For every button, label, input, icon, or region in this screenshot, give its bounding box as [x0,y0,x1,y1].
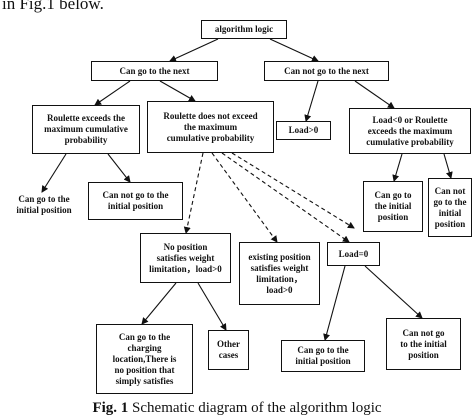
node-existing-position: existing position satisfies weight limit… [239,242,320,305]
edge-root-to-notnext [269,38,319,62]
node-load-less-or-roulette: Load<0 or Roulette exceeds the maximum c… [349,108,471,154]
edge-next-to-rexceed [94,80,131,106]
node-roulette-does-not-exceed: Roulette does not exceed the maximum cum… [147,101,274,153]
edge-loadeq-to-cngi3 [364,265,423,319]
node-can-not-go-initial-2: Can not go to the initial position [428,178,472,237]
edge-nopos-to-other [197,282,227,331]
edge-rnot-to-nopos [183,152,204,234]
node-load-greater-than-zero: Load>0 [276,121,331,140]
node-can-go-to-the-next: Can go to the next [91,61,218,81]
edge-nopos-to-charge [141,282,177,325]
edge-rexceed-to-cgi1 [41,153,67,193]
node-roulette-exceeds: Roulette exceeds the maximum cumulative … [32,105,140,154]
edge-rnot-to-right [231,152,355,229]
caption-text: Schematic diagram of the algorithm logic [132,400,382,416]
node-load-equals-zero: Load=0 [327,242,380,266]
edge-rnot-to-loadeq [221,152,350,243]
caption-label: Fig. 1 [92,400,129,416]
node-can-not-go-initial-3: Can not go to the initial position [386,318,461,370]
intro-text: in Fig.1 below. [2,0,104,13]
node-algorithm-logic: algorithm logic [201,20,287,39]
node-can-go-initial-2: Can go to the initial position [363,181,423,232]
edge-rexceed-to-cngi1 [107,153,131,183]
node-other-cases: Other cases [208,330,249,370]
figure-caption: Fig. 1 Schematic diagram of the algorith… [0,399,474,418]
node-can-not-go-to-the-next: Can not go to the next [264,61,389,81]
edge-rnot-to-exist [211,152,278,243]
edge-root-to-next [169,38,219,62]
edge-next-to-rnot [159,80,196,102]
node-charging-location: Can go to the charging location,There is… [96,324,193,394]
edge-notnext-to-loadlt [354,80,395,109]
edge-loadeq-to-cgi3 [323,265,346,341]
node-can-go-initial-1: Can go to the initial position [16,194,72,215]
edge-notnext-to-load0 [304,80,319,122]
edge-loadlt-to-cgi2 [392,153,403,182]
node-no-position-satisfies: No position satisfies weight limitation，… [140,233,231,283]
node-can-go-initial-3: Can go to the initial position [281,340,365,372]
edge-loadlt-to-cngi2 [443,153,453,179]
node-can-not-go-initial-1: Can not go to the initial position [88,182,183,220]
